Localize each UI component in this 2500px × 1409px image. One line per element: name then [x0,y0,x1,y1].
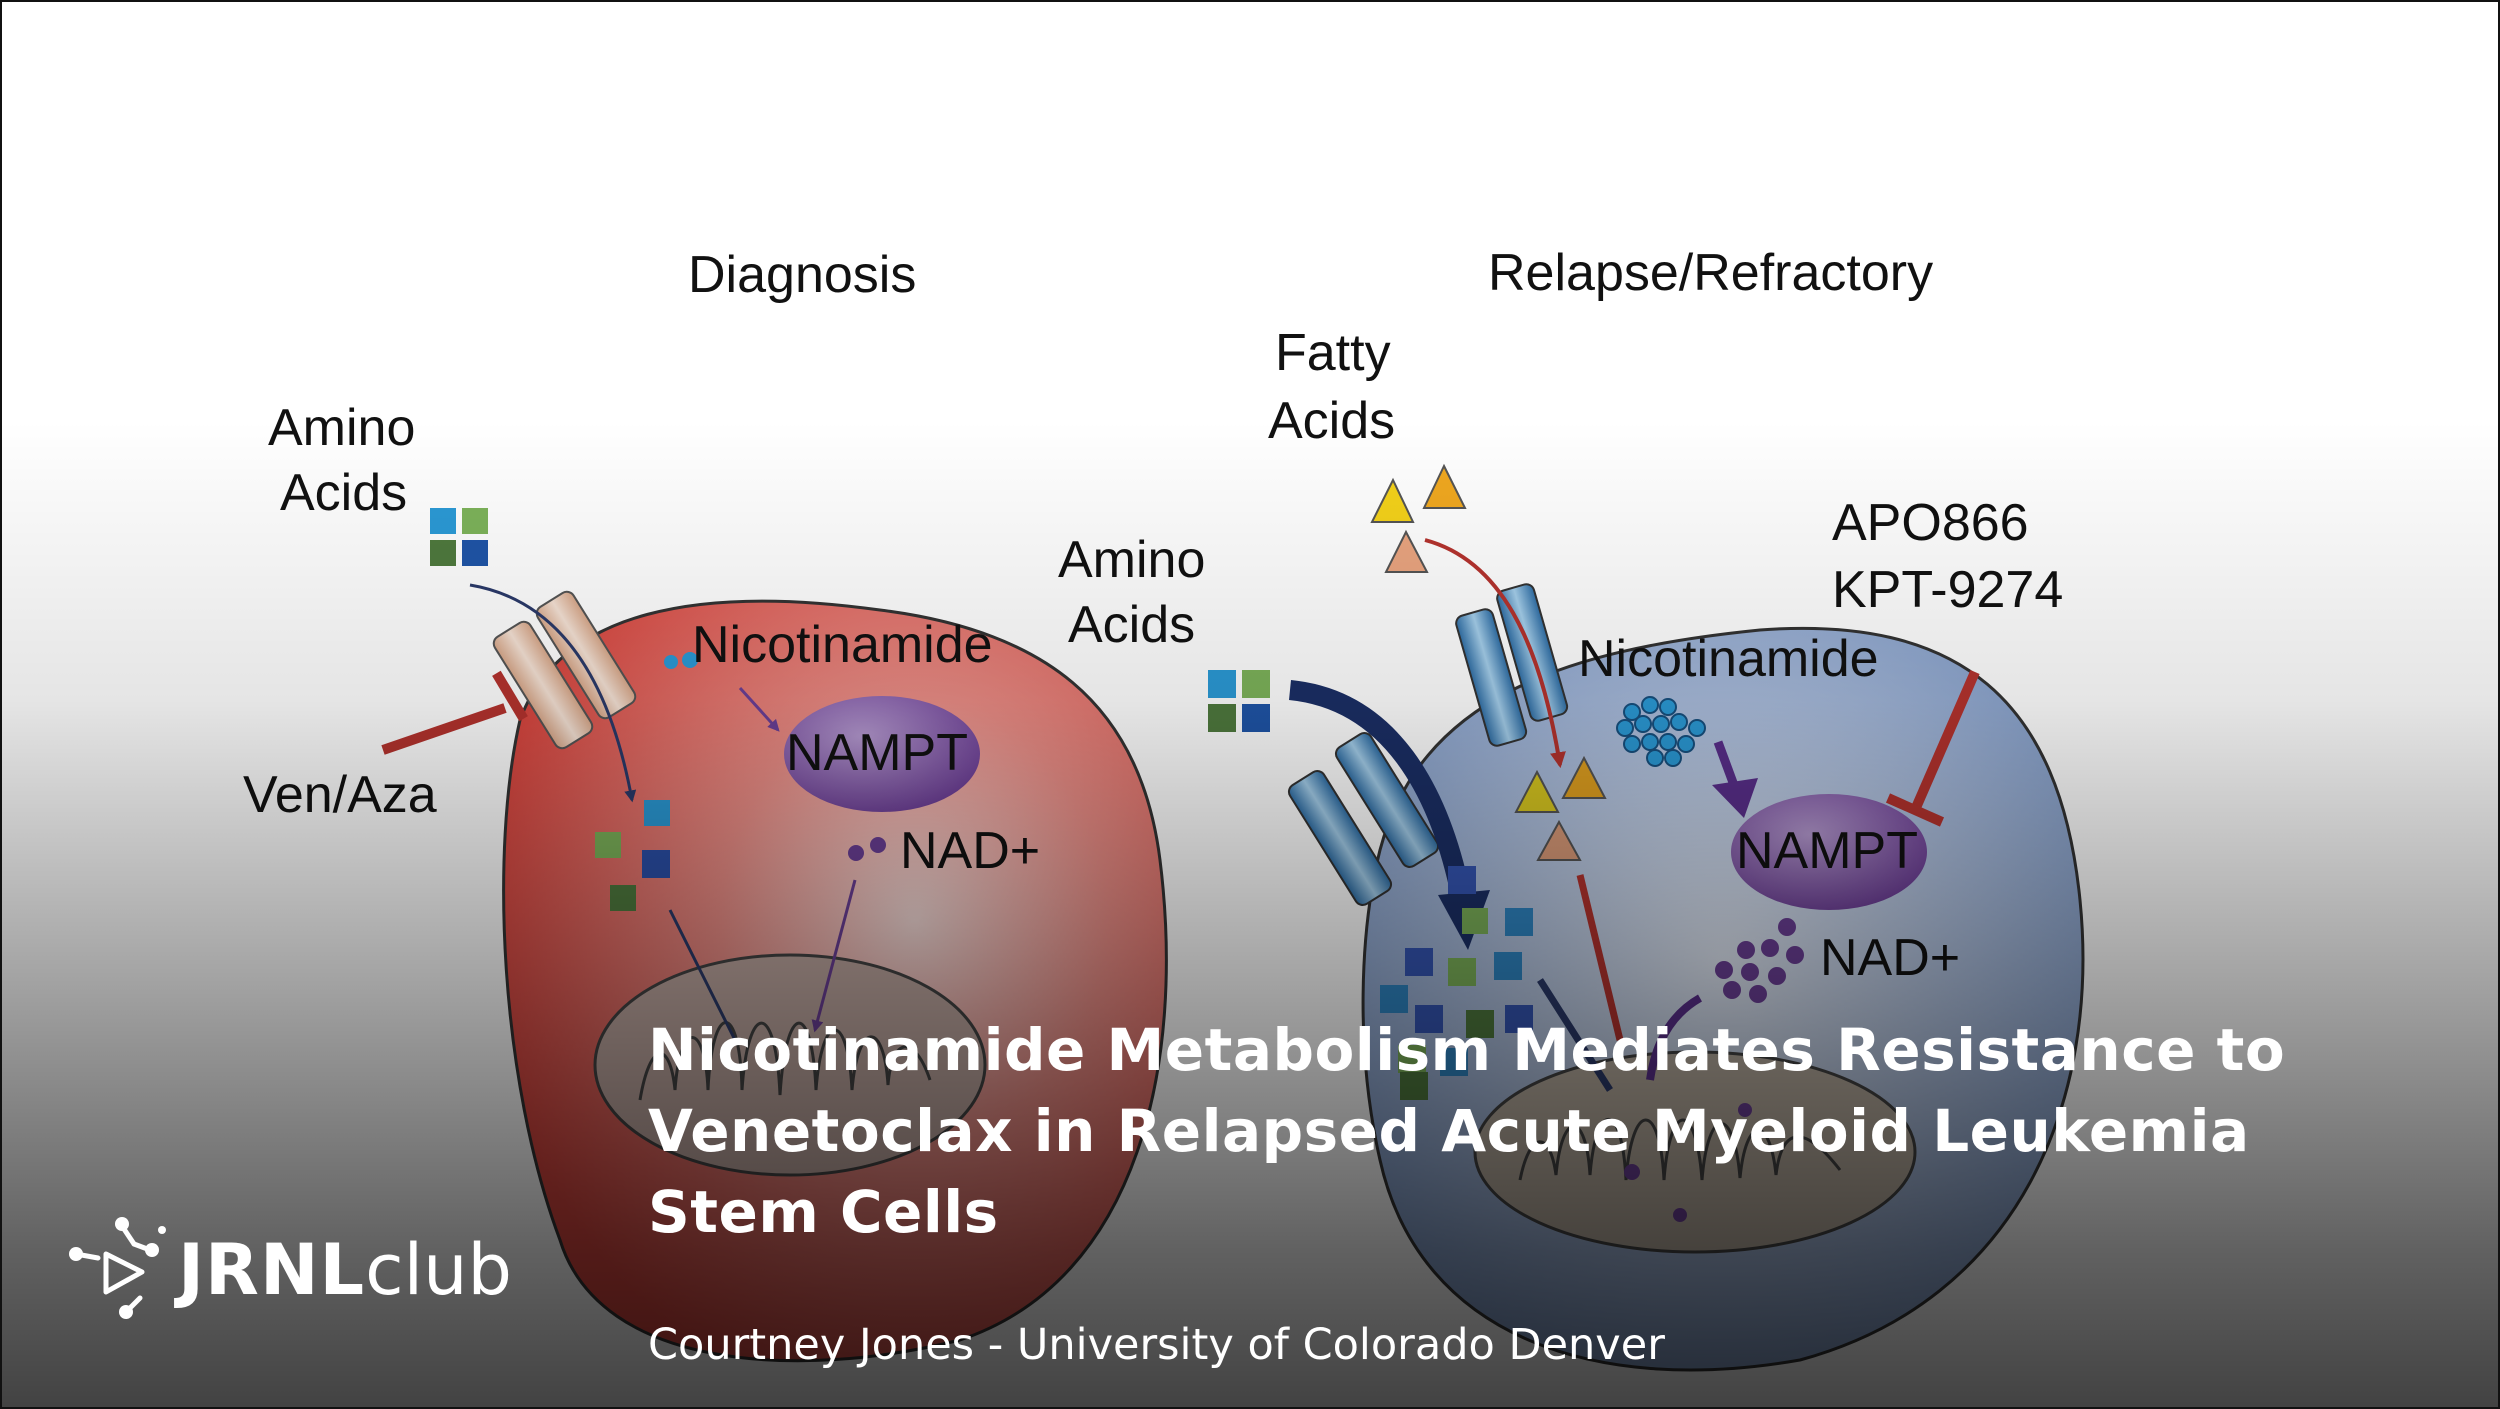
talk-title-line: Stem Cells [648,1178,999,1246]
label-amino-acids-left-2: Acids [280,464,407,522]
brand-wordmark: JRNLclub [178,1234,512,1306]
label-nicotinamide-left: Nicotinamide [692,616,993,674]
label-amino-acids-right-1: Amino [1058,531,1205,589]
label-kpt9274: KPT-9274 [1832,561,2063,619]
jrnlclub-logo-icon [69,1217,166,1319]
label-apo866: APO866 [1832,494,2029,552]
label-nicotinamide-right: Nicotinamide [1578,630,1879,688]
brand-wordmark-bold: JRNL [178,1229,366,1311]
fatty-acid-triangles [1370,463,1467,573]
label-nad-right: NAD+ [1820,929,1960,987]
speaker-affiliation: Courtney Jones - University of Colorado … [648,1320,1665,1370]
talk-title-line: Nicotinamide Metabolism Mediates Resista… [648,1016,2286,1084]
label-fatty-acids-1: Fatty [1275,324,1391,382]
amino-acid-squares-right [1208,670,1270,732]
brand-wordmark-light: club [365,1229,512,1311]
inhibition-left [381,670,528,755]
label-amino-acids-right-2: Acids [1068,596,1195,654]
talk-title-line: Venetoclax in Relapsed Acute Myeloid Leu… [648,1097,2250,1165]
label-ven-aza: Ven/Aza [243,766,437,824]
label-nampt-right: NAMPT [1736,822,1918,880]
amino-acid-squares-left [430,508,488,566]
label-nad-left: NAD+ [900,822,1040,880]
label-nampt-left: NAMPT [786,724,968,782]
heading-diagnosis: Diagnosis [688,246,916,304]
talk-title: Nicotinamide Metabolism Mediates Resista… [648,1010,2368,1253]
label-amino-acids-left-1: Amino [268,399,415,457]
jrnlclub-brand[interactable]: JRNLclub [62,1210,522,1320]
heading-relapse: Relapse/Refractory [1488,244,1933,302]
label-fatty-acids-2: Acids [1268,392,1395,450]
